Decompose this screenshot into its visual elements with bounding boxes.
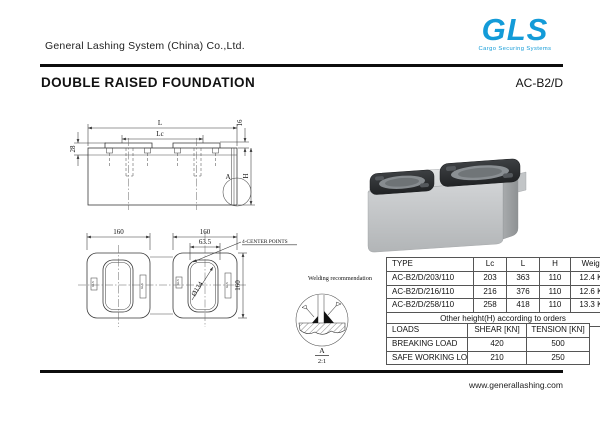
gls-logo: GLS Cargo Securing Systems xyxy=(462,14,568,52)
company-name: General Lashing System (China) Co.,Ltd. xyxy=(45,40,245,52)
weld-detail-ref: A xyxy=(319,346,325,355)
top-view-body: GLS GLS GLS GLS xyxy=(78,232,246,327)
top-view-drawing: GLS GLS GLS GLS 160 160 63.5 4-CENTER PO… xyxy=(78,228,297,327)
table-cell: 363 xyxy=(506,270,540,286)
model-code: AC-B2/D xyxy=(515,76,563,90)
side-view-drawing: L Lc 28 16 H A xyxy=(69,119,255,210)
dim-label-16: 16 xyxy=(236,119,244,127)
column-header: H xyxy=(539,257,571,272)
table-cell: 12.4 KG xyxy=(570,270,600,286)
column-header: Weight xyxy=(570,257,600,272)
table-cell: 418 xyxy=(506,298,540,314)
dim-label-L: L xyxy=(158,119,162,127)
detail-ref-A: A xyxy=(225,173,230,181)
raised-top-right xyxy=(439,158,521,187)
website-link[interactable]: www.generallashing.com xyxy=(468,380,563,390)
table-cell: 110 xyxy=(539,270,571,286)
table-cell: 110 xyxy=(539,298,571,314)
table-cell: 376 xyxy=(506,284,540,300)
table-cell: 13.3 KG xyxy=(570,298,600,314)
gls-tag: GLS xyxy=(91,281,95,287)
title-bar: DOUBLE RAISED FOUNDATION AC-B2/D xyxy=(41,75,563,90)
column-header: SHEAR [KN] xyxy=(467,323,527,338)
dim-label-160-left: 160 xyxy=(113,228,124,236)
table-cell: AC-B2/D/203/110 xyxy=(386,270,474,286)
table-header-row: TYPELcLHWeight xyxy=(386,257,600,272)
weld-label: Welding recommendation xyxy=(308,275,372,282)
table-cell: AC-B2/D/216/110 xyxy=(386,284,474,300)
column-header: TENSION [KN] xyxy=(526,323,590,338)
weld-detail-scale: 2:1 xyxy=(318,358,326,365)
product-render xyxy=(367,158,527,253)
table-cell: 110 xyxy=(539,284,571,300)
page-title: DOUBLE RAISED FOUNDATION xyxy=(41,75,256,90)
logo-text: GLS xyxy=(481,12,549,47)
weld-flag-left xyxy=(301,304,308,310)
weld-fillet-right xyxy=(324,311,334,323)
dim-label-28: 28 xyxy=(69,145,77,153)
table-cell: 420 xyxy=(467,336,527,352)
table-cell: BREAKING LOAD xyxy=(386,336,468,352)
weld-joint xyxy=(298,295,346,335)
column-header: L xyxy=(506,257,540,272)
raised-top-left xyxy=(369,169,435,195)
table-cell: 500 xyxy=(526,336,590,352)
table-cell: AC-B2/D/258/110 xyxy=(386,298,474,314)
weld-detail-circle xyxy=(295,293,349,347)
table-cell: 216 xyxy=(473,284,507,300)
weld-flag-right xyxy=(335,301,342,307)
column-header: LOADS xyxy=(386,323,468,338)
column-header: TYPE xyxy=(386,257,474,272)
type-table: TYPELcLHWeightAC-B2/D/203/11020336311012… xyxy=(386,257,600,327)
gls-tag: GLS xyxy=(176,279,180,285)
side-view-body xyxy=(87,138,238,210)
dim-label-H: H xyxy=(242,173,250,178)
table-cell: 12.6 KG xyxy=(570,284,600,300)
dim-label-63-5: 63.5 xyxy=(199,238,212,246)
detail-circle-A xyxy=(222,177,252,207)
table-cell: 210 xyxy=(467,350,527,366)
table-cell: SAFE WORKING LOAD xyxy=(386,350,468,366)
gls-tag: GLS xyxy=(140,283,144,289)
side-view-dimensions: L Lc 28 16 H A xyxy=(69,119,255,207)
logo-tagline: Cargo Securing Systems xyxy=(478,46,552,52)
dim-label-160-depth: 160 xyxy=(234,280,242,291)
table-row: SAFE WORKING LOAD210250 xyxy=(386,350,590,366)
footer-divider xyxy=(40,370,563,373)
column-header: Lc xyxy=(473,257,507,272)
dim-label-Lc: Lc xyxy=(156,130,163,138)
table-cell: 250 xyxy=(526,350,590,366)
header-divider xyxy=(40,64,563,67)
weld-detail-drawing: Welding recommendation A 2:1 xyxy=(295,275,372,365)
table-cell: 203 xyxy=(473,270,507,286)
table-cell: 258 xyxy=(473,298,507,314)
dim-label-160-right: 160 xyxy=(200,228,211,236)
dim-label-diameter: Ø134 xyxy=(190,280,205,298)
weld-fillet-left xyxy=(312,316,318,323)
center-points-label: 4-CENTER POINTS xyxy=(242,239,288,245)
